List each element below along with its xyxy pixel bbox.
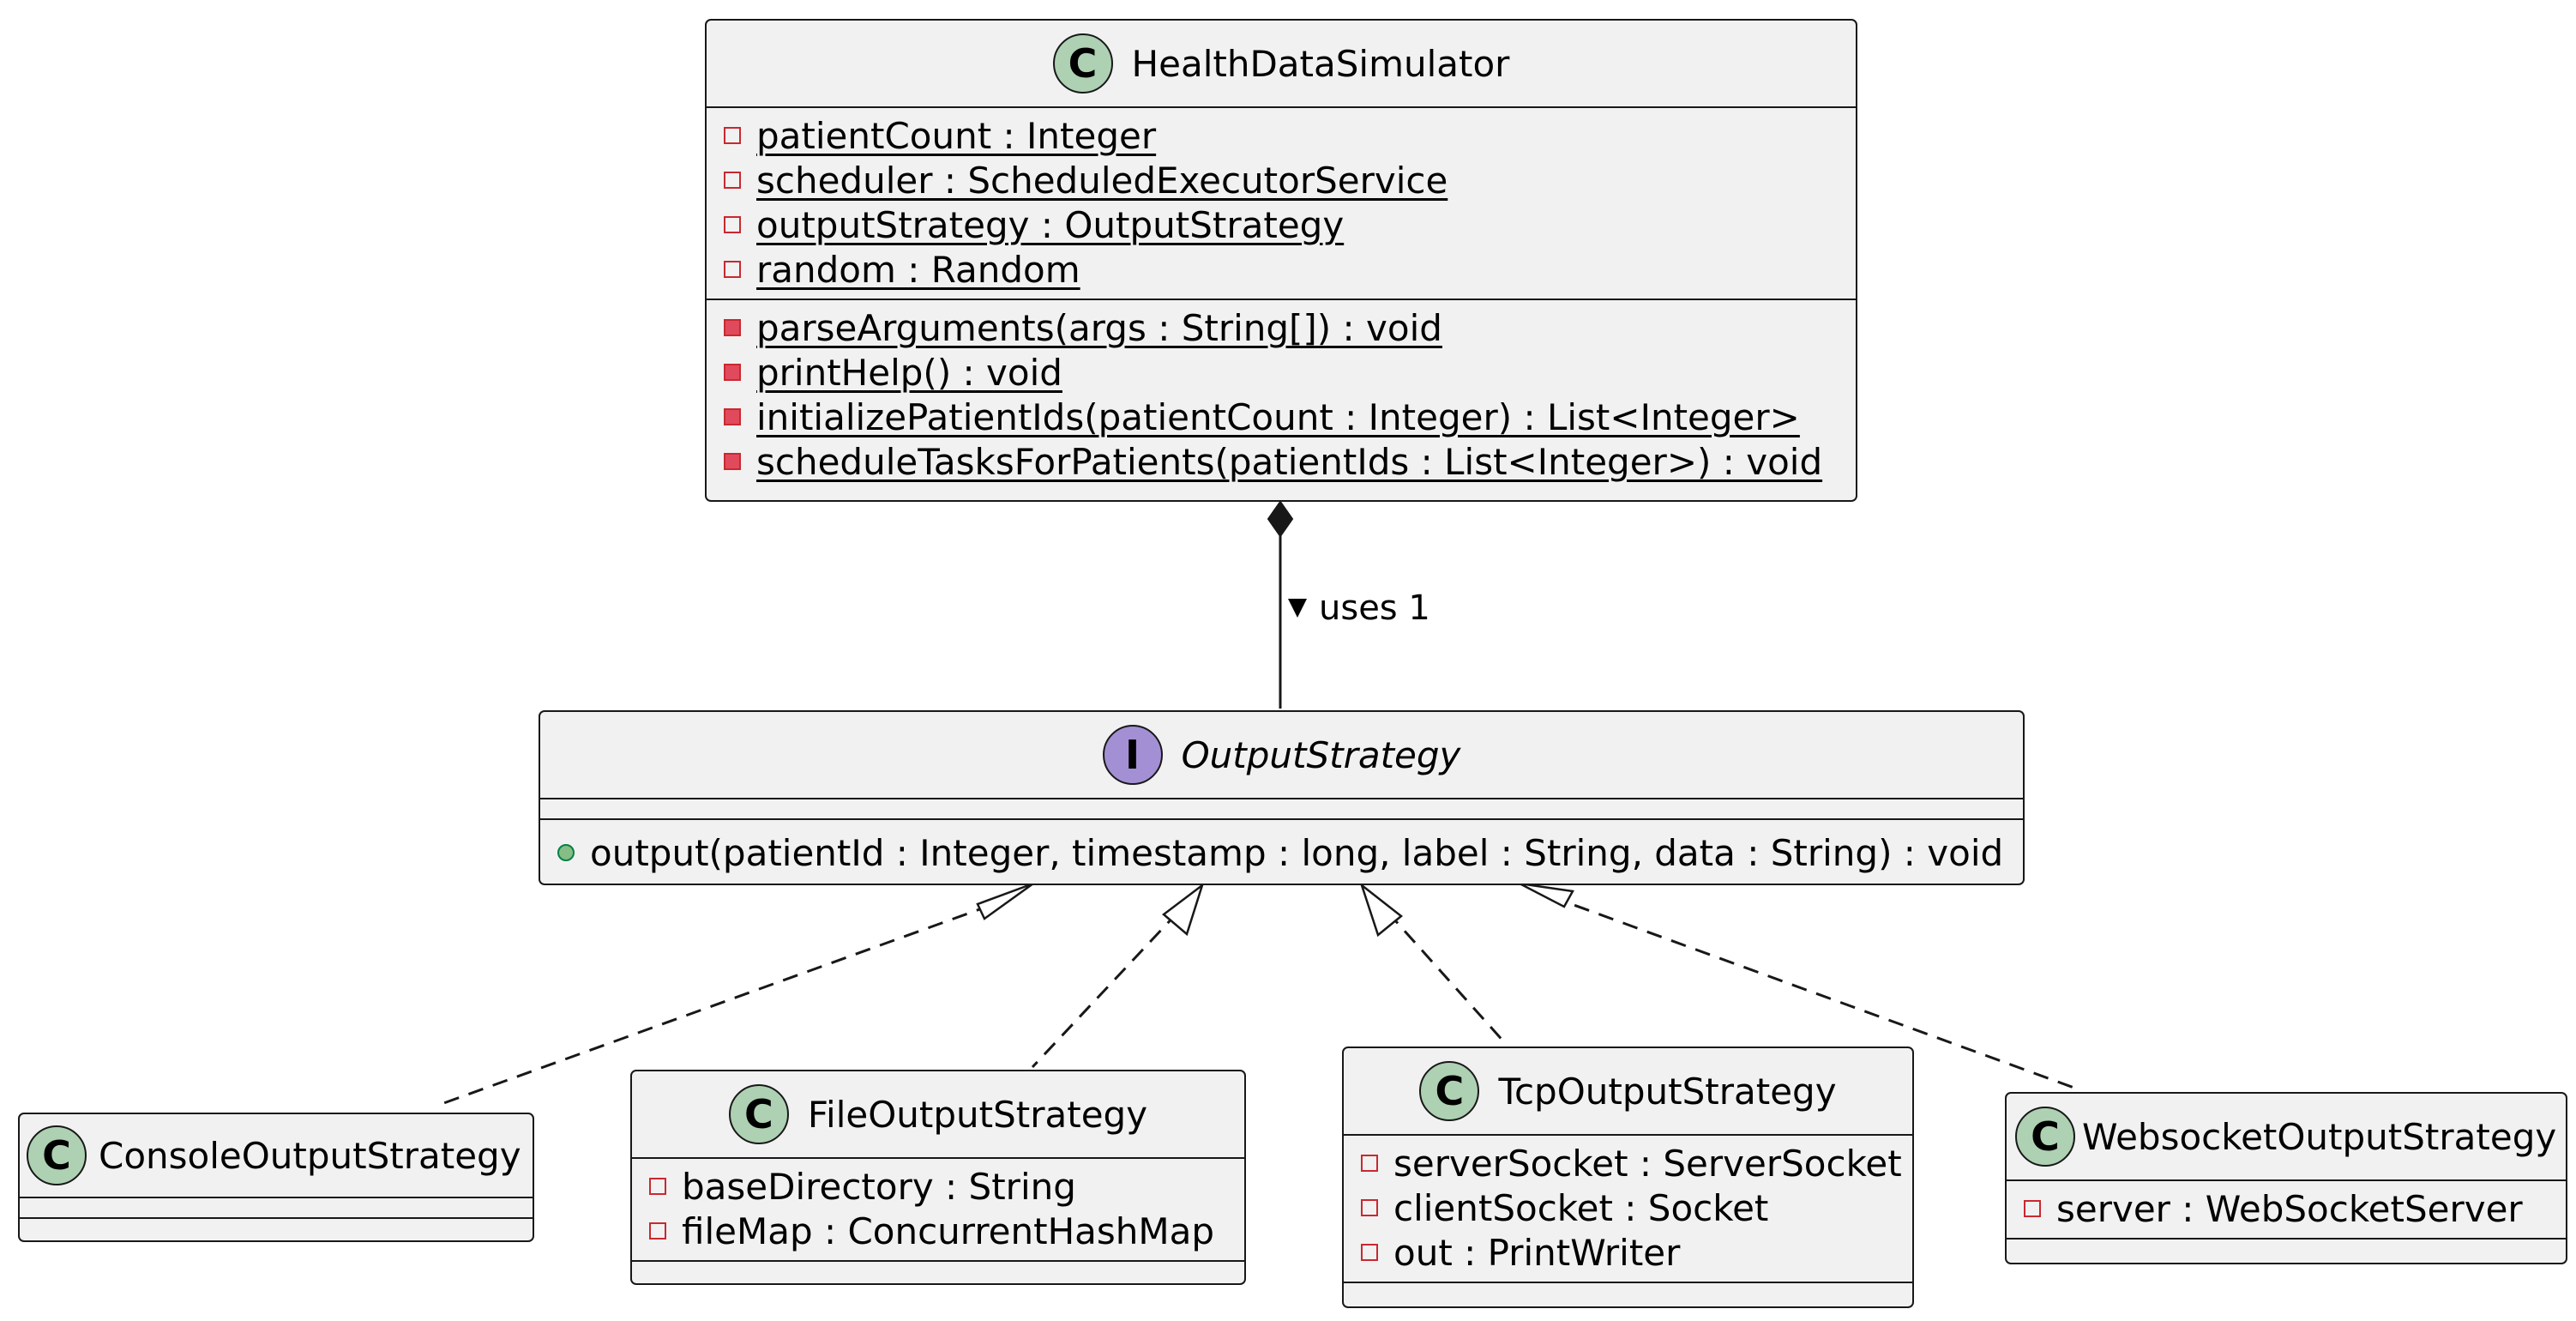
- class-health-data-simulator[interactable]: C HealthDataSimulator patientCount : Int…: [705, 19, 1857, 502]
- class-websocket-output-strategy[interactable]: C WebsocketOutputStrategy server : WebSo…: [2005, 1092, 2567, 1264]
- private-field-icon: [724, 261, 741, 278]
- class-header: I OutputStrategy: [540, 712, 2023, 798]
- field-row: patientCount : Integer: [707, 113, 1856, 158]
- class-name: ConsoleOutputStrategy: [99, 1134, 521, 1177]
- class-name: TcpOutputStrategy: [1498, 1070, 1837, 1113]
- field-row: out : PrintWriter: [1344, 1230, 1912, 1275]
- method-section: [632, 1262, 1244, 1281]
- realization-arrow-websocket: [1519, 882, 1574, 908]
- class-header: C WebsocketOutputStrategy: [2007, 1094, 2566, 1179]
- method-section: [1344, 1283, 1912, 1302]
- composition-label: uses 1: [1288, 588, 1430, 628]
- public-method-icon: [557, 844, 575, 861]
- class-name: HealthDataSimulator: [1131, 42, 1510, 85]
- method-row: printHelp() : void: [707, 350, 1856, 395]
- realization-line-file: [1031, 910, 1180, 1069]
- field-row: outputStrategy : OutputStrategy: [707, 202, 1856, 247]
- field-row: clientSocket : Socket: [1344, 1185, 1912, 1230]
- private-field-icon: [724, 172, 741, 189]
- private-method-icon: [724, 408, 741, 425]
- private-field-icon: [649, 1178, 666, 1195]
- field-section: server : WebSocketServer: [2007, 1181, 2566, 1238]
- field-section: baseDirectory : String fileMap : Concurr…: [632, 1159, 1244, 1260]
- field-section: [540, 799, 2023, 818]
- class-badge-icon: C: [2015, 1107, 2075, 1167]
- interface-badge-icon: I: [1102, 725, 1163, 785]
- method-section: output(patientId : Integer, timestamp : …: [540, 820, 2023, 882]
- realization-arrow-tcp: [1359, 882, 1404, 938]
- interface-output-strategy[interactable]: I OutputStrategy output(patientId : Inte…: [539, 710, 2025, 885]
- class-badge-icon: C: [728, 1084, 789, 1144]
- private-field-icon: [724, 216, 741, 233]
- realization-line-tcp: [1386, 910, 1508, 1046]
- class-tcp-output-strategy[interactable]: C TcpOutputStrategy serverSocket : Serve…: [1342, 1047, 1914, 1308]
- class-file-output-strategy[interactable]: C FileOutputStrategy baseDirectory : Str…: [630, 1070, 1246, 1285]
- method-row: parseArguments(args : String[]) : void: [707, 305, 1856, 350]
- field-section: patientCount : Integer scheduler : Sched…: [707, 108, 1856, 299]
- realization-line-websocket: [1550, 895, 2079, 1091]
- private-field-icon: [649, 1222, 666, 1240]
- class-header: C TcpOutputStrategy: [1344, 1048, 1912, 1134]
- class-badge-icon: C: [1419, 1061, 1480, 1121]
- field-row: baseDirectory : String: [632, 1164, 1244, 1209]
- private-field-icon: [2024, 1200, 2041, 1217]
- class-badge-icon: C: [27, 1125, 87, 1185]
- relation-label-text: uses 1: [1319, 588, 1430, 628]
- composition-diamond: [1267, 500, 1294, 538]
- private-method-icon: [724, 453, 741, 470]
- field-row: fileMap : ConcurrentHashMap: [632, 1209, 1244, 1253]
- class-header: C HealthDataSimulator: [707, 21, 1856, 106]
- realization-arrow-console: [976, 882, 1034, 920]
- class-header: C ConsoleOutputStrategy: [20, 1114, 533, 1197]
- interface-name: OutputStrategy: [1181, 733, 1461, 776]
- class-name: WebsocketOutputStrategy: [2082, 1115, 2557, 1158]
- field-section: serverSocket : ServerSocket clientSocket…: [1344, 1136, 1912, 1282]
- field-row: scheduler : ScheduledExecutorService: [707, 158, 1856, 202]
- class-console-output-strategy[interactable]: C ConsoleOutputStrategy: [18, 1113, 534, 1242]
- method-row: scheduleTasksForPatients(patientIds : Li…: [707, 439, 1856, 484]
- class-badge-icon: C: [1052, 33, 1113, 93]
- class-name: FileOutputStrategy: [807, 1093, 1148, 1136]
- field-row: serverSocket : ServerSocket: [1344, 1141, 1912, 1185]
- field-row: random : Random: [707, 247, 1856, 292]
- direction-arrow-icon: [1288, 599, 1307, 618]
- class-header: C FileOutputStrategy: [632, 1071, 1244, 1157]
- method-row: initializePatientIds(patientCount : Inte…: [707, 395, 1856, 439]
- realization-arrow-file: [1162, 882, 1205, 937]
- private-field-icon: [1361, 1244, 1378, 1261]
- private-field-icon: [1361, 1155, 1378, 1172]
- field-section: [20, 1198, 533, 1217]
- private-method-icon: [724, 364, 741, 381]
- method-section: [20, 1219, 533, 1238]
- private-field-icon: [1361, 1199, 1378, 1216]
- field-row: server : WebSocketServer: [2007, 1186, 2566, 1231]
- method-row: output(patientId : Integer, timestamp : …: [540, 830, 2023, 875]
- method-section: parseArguments(args : String[]) : void p…: [707, 300, 1856, 491]
- private-method-icon: [724, 319, 741, 336]
- private-field-icon: [724, 127, 741, 144]
- method-section: [2007, 1240, 2566, 1258]
